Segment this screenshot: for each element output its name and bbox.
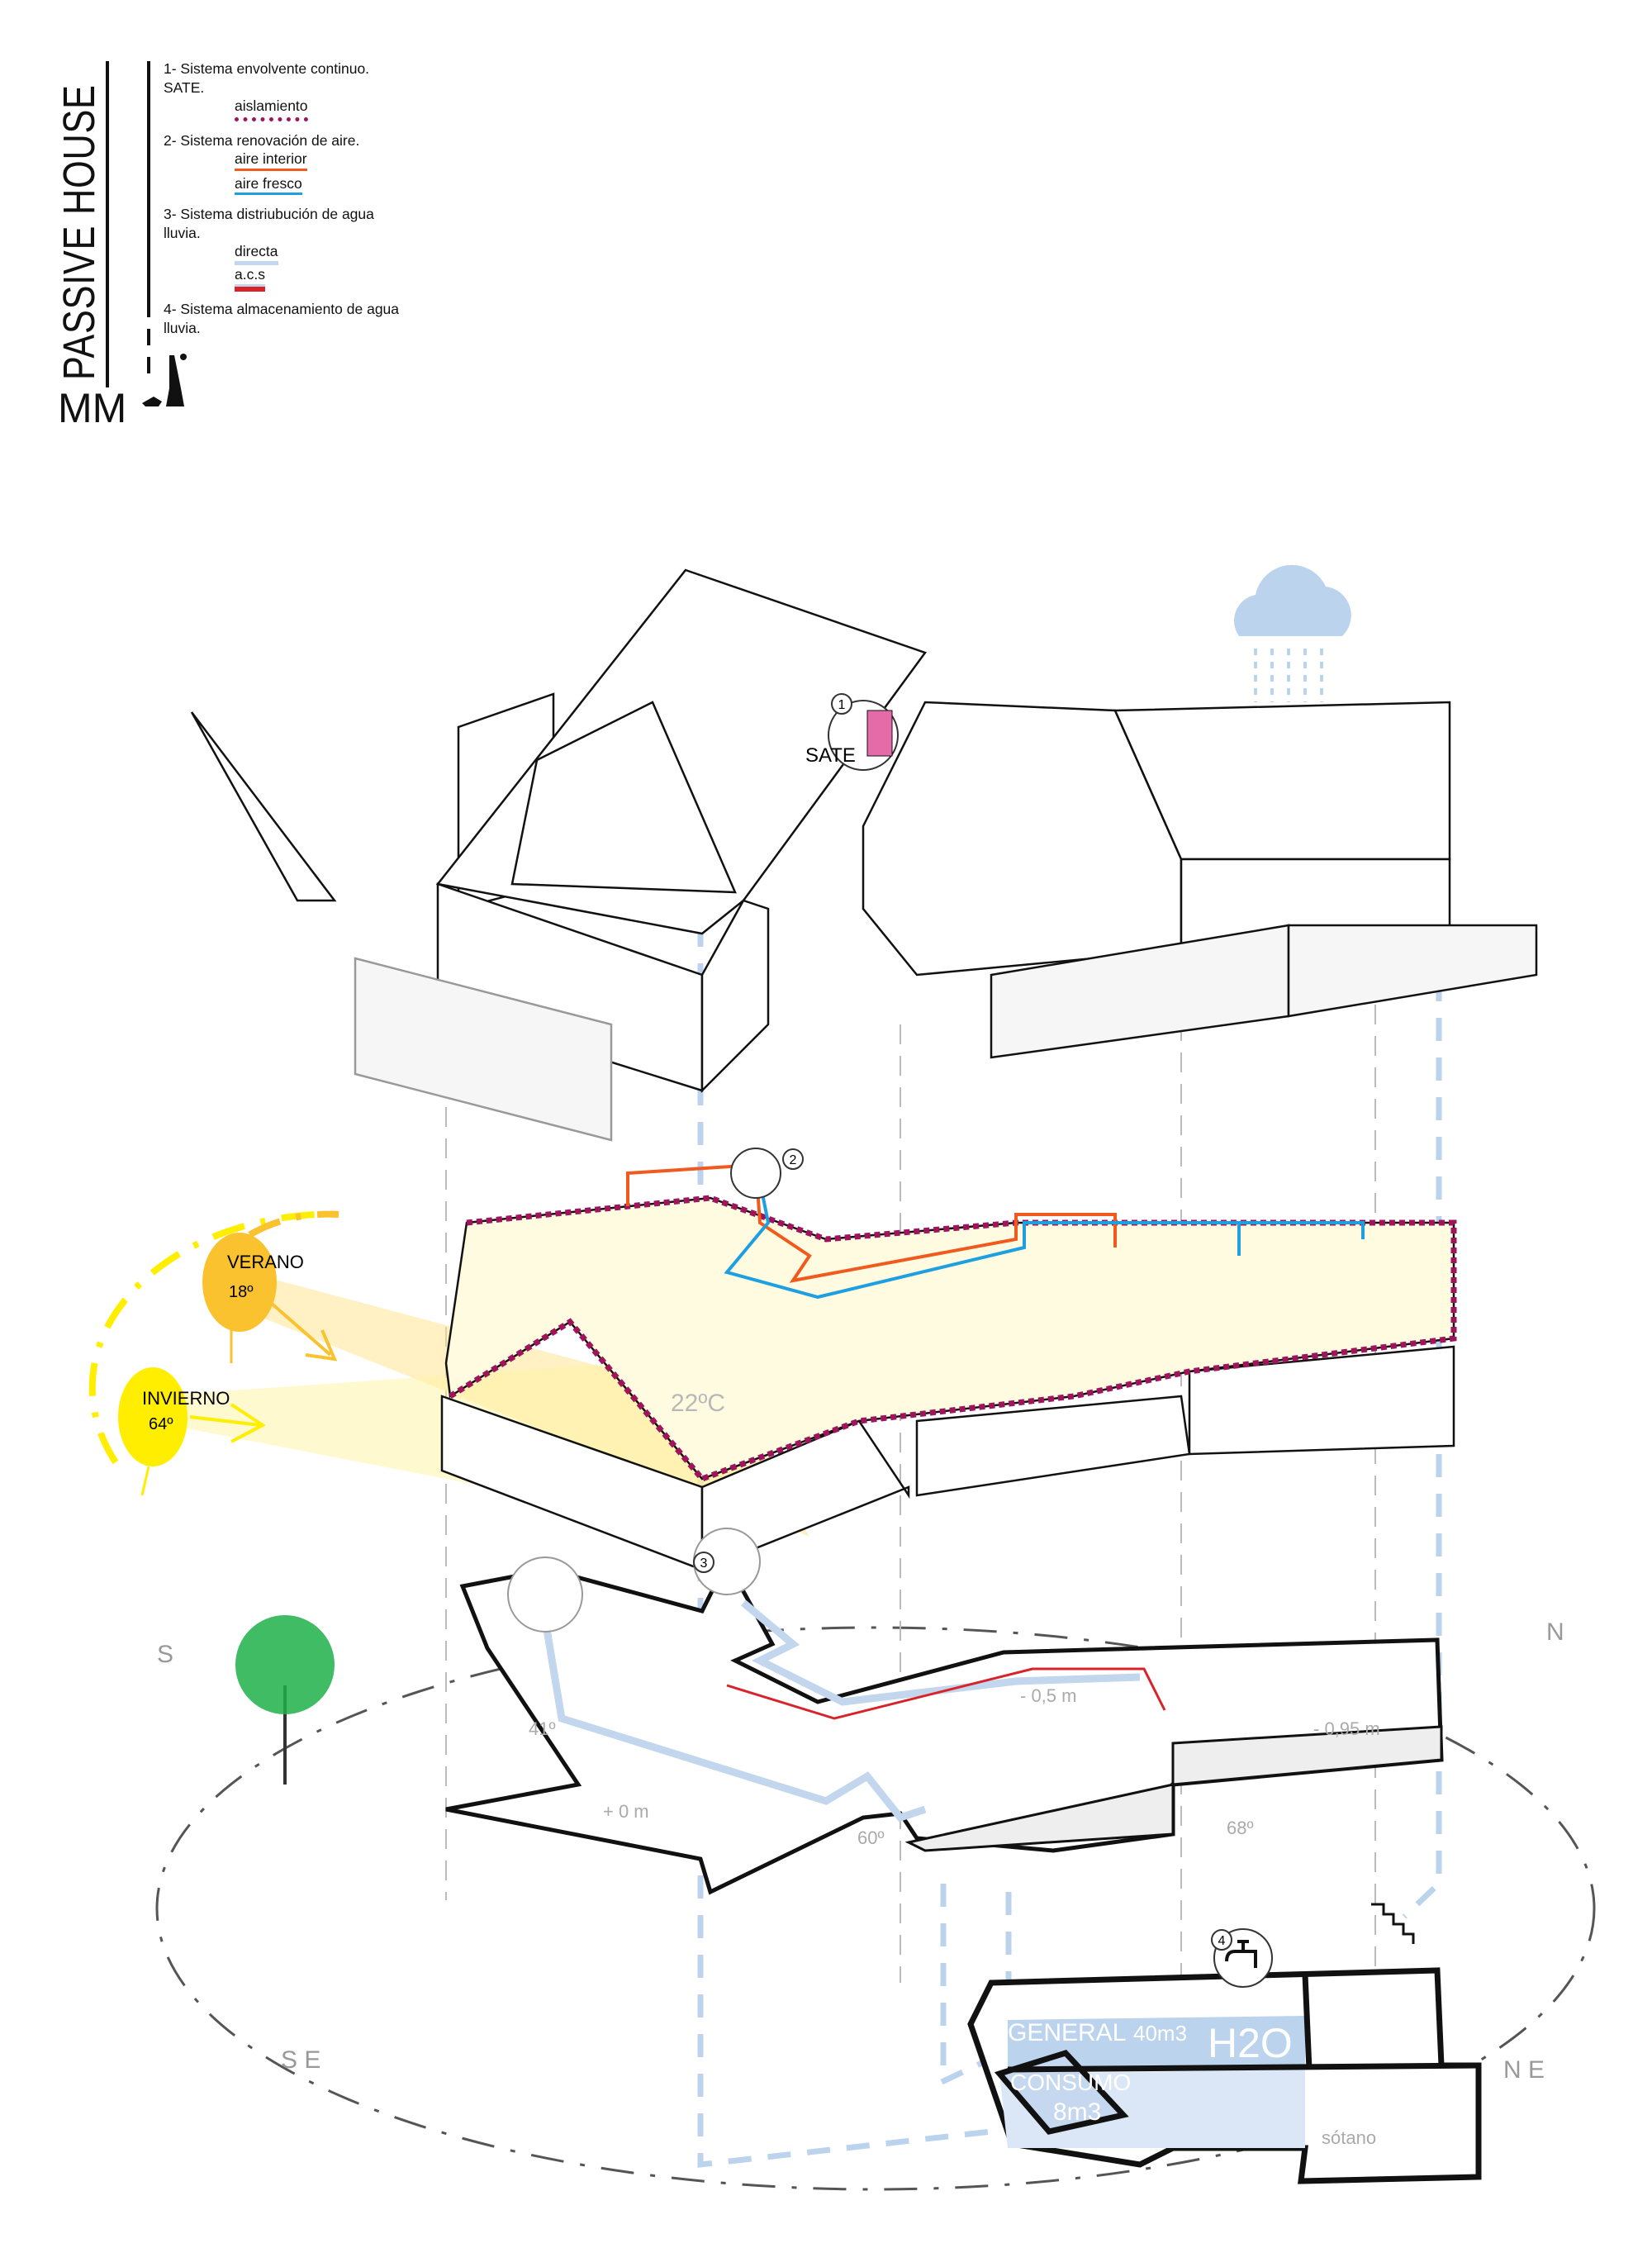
water-pipes	[507, 1528, 1166, 1823]
legend-key-interior-air: aire interior	[235, 150, 307, 171]
legend-text: 2- Sistema renovación de aire.	[164, 131, 360, 149]
marker-2: 2	[790, 1153, 797, 1167]
cloud-rain-icon	[1234, 564, 1351, 702]
compass-circle	[155, 1626, 1596, 2191]
stairs-down-icon	[1371, 1903, 1415, 1944]
main-floor	[440, 1195, 1457, 1571]
compass-ne: N E	[1503, 2056, 1545, 2084]
legend-key-fresh-air: aire fresco	[235, 174, 302, 195]
legend-rule	[147, 61, 150, 317]
ground-floor	[445, 1556, 1444, 1895]
compass-se: S E	[281, 2046, 320, 2074]
compass-s: S	[157, 1641, 173, 1668]
woman-with-dog-logo	[142, 354, 187, 406]
title-rule	[106, 61, 109, 387]
level-labels: + 0 m - 0,5 m - 0,95 m 41º 60º 68º	[529, 1685, 1380, 1848]
marker-4: 4	[1218, 1934, 1226, 1948]
summer-label: VERANO	[227, 1252, 304, 1272]
author-mark: MM	[58, 385, 127, 431]
legend-item-water-distribution: 3- Sistema distriubución de agua lluvia.…	[164, 205, 411, 287]
interior-temperature: 22ºC	[671, 1390, 725, 1417]
sun-icon	[118, 1367, 188, 1466]
angle-60: 60º	[857, 1827, 885, 1848]
faucet-icon	[1225, 1940, 1257, 1968]
legend-text: 4- Sistema almacenamiento de agua lluvia…	[164, 301, 400, 336]
level-ground: + 0 m	[603, 1801, 649, 1822]
legend-key-insulation: aislamiento	[235, 97, 308, 121]
compass-n: N	[1546, 1618, 1564, 1646]
level-minus-05: - 0,5 m	[1020, 1685, 1076, 1706]
legend-item-envelope: 1- Sistema envolvente continuo. SATE. ai…	[164, 59, 411, 121]
angle-68: 68º	[1227, 1818, 1254, 1838]
tank-water-label: H2O	[1208, 2020, 1293, 2066]
compass-labels: S S E N N E	[157, 1618, 1564, 2084]
winter-angle: 64º	[149, 1415, 173, 1433]
winter-label: INVIERNO	[142, 1388, 230, 1409]
rainwater-tank: GENERAL 40m3 H2O CONSUMO 8m3 sótano 4	[967, 1903, 1482, 2184]
air-ducts	[626, 1148, 1365, 1300]
level-minus-095: - 0,95 m	[1313, 1718, 1380, 1739]
legend-item-air: 2- Sistema renovación de aire. aire inte…	[164, 131, 411, 195]
angle-41: 41º	[529, 1718, 556, 1739]
tank-consumo-volume: 8m3	[1053, 2098, 1101, 2126]
sate-callout: 1 SATE	[805, 693, 899, 771]
legend: 1- Sistema envolvente continuo. SATE. ai…	[164, 59, 411, 347]
tank-consumo-label: CONSUMO	[1010, 2070, 1131, 2095]
legend-dash	[147, 329, 150, 378]
legend-text: 1- Sistema envolvente continuo. SATE.	[164, 60, 370, 96]
legend-key-direct: directa	[235, 242, 278, 265]
legend-key-hot-water: a.c.s	[235, 265, 265, 287]
sun-icon	[202, 1233, 277, 1332]
legend-item-water-storage: 4- Sistema almacenamiento de agua lluvia…	[164, 300, 411, 337]
tank-general-volume: 40m3	[1133, 2021, 1187, 2046]
tree	[235, 1615, 335, 1785]
summer-angle: 18º	[229, 1283, 254, 1301]
marker-1: 1	[838, 698, 846, 712]
roof-level	[190, 568, 1538, 1142]
marker-3: 3	[700, 1556, 708, 1571]
tank-general-label: GENERAL	[1008, 2019, 1126, 2046]
basement-label: sótano	[1322, 2127, 1376, 2148]
legend-text: 3- Sistema distriubución de agua lluvia.	[164, 206, 374, 241]
sate-label: SATE	[805, 744, 856, 767]
